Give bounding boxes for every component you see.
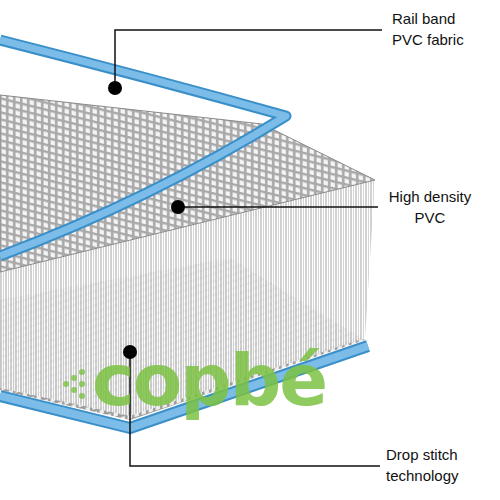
rail-band [0,40,286,256]
callout-dot [171,200,185,214]
leader-line [115,30,382,88]
top-sheet [0,95,375,272]
callout-dot [108,81,122,95]
part-label: High density PVC [378,186,482,228]
watermark: copbé [92,340,392,420]
part-label: Rail band PVC fabric [392,8,482,50]
part-label: Drop stitch technology [386,444,486,486]
rail-band-fill [0,40,286,256]
watermark-icon [63,369,85,399]
leader-line [178,206,378,208]
